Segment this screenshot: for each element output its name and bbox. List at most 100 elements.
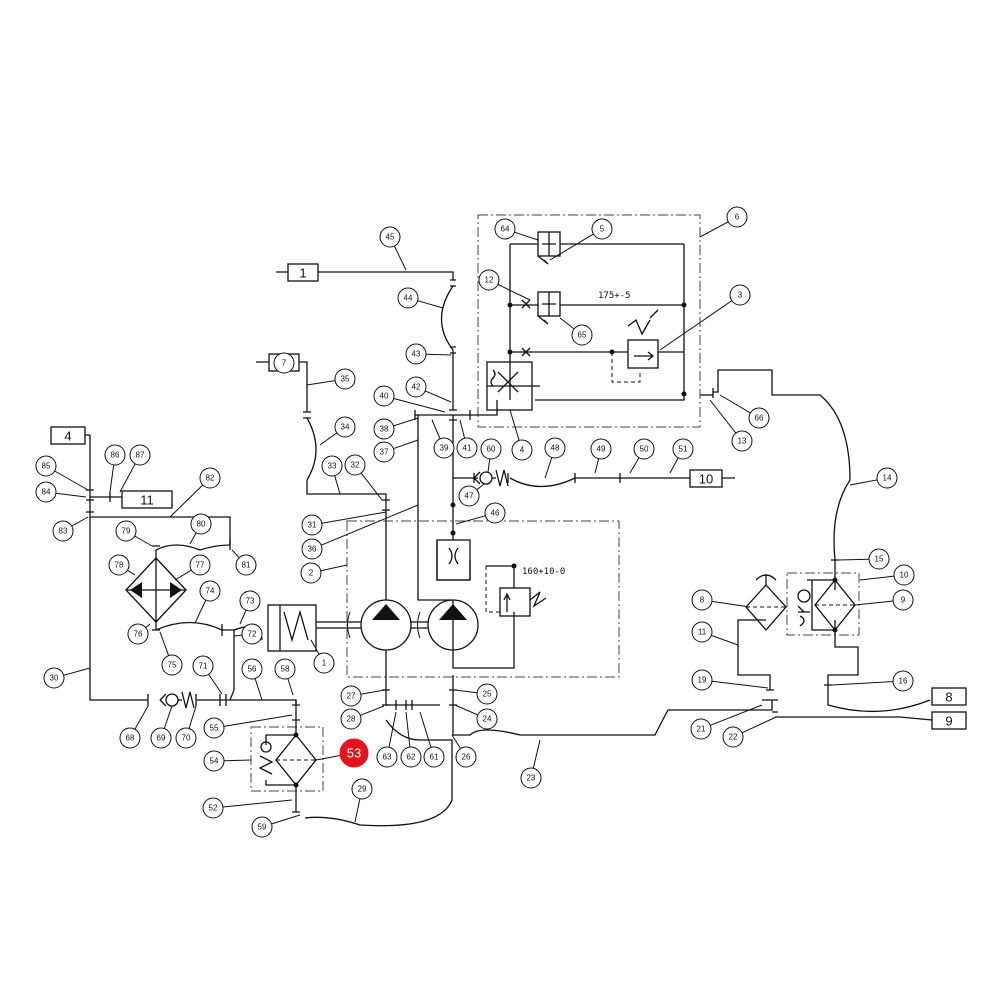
callout-85[interactable]: 85 <box>35 455 57 477</box>
callout-73[interactable]: 73 <box>239 590 261 612</box>
callout-4[interactable]: 4 <box>511 439 533 461</box>
callout-3[interactable]: 3 <box>729 284 751 306</box>
callout-9[interactable]: 9 <box>892 589 914 611</box>
callout-55[interactable]: 55 <box>203 717 225 739</box>
callout-21[interactable]: 21 <box>690 718 712 740</box>
callout-8[interactable]: 8 <box>691 589 713 611</box>
callout-label: 54 <box>210 757 219 766</box>
callout-56[interactable]: 56 <box>241 658 263 680</box>
callout-10[interactable]: 10 <box>893 564 915 586</box>
callout-13[interactable]: 13 <box>731 430 753 452</box>
callout-34[interactable]: 34 <box>334 416 356 438</box>
callout-61[interactable]: 61 <box>423 746 445 768</box>
callout-41[interactable]: 41 <box>456 437 478 459</box>
callout-43[interactable]: 43 <box>405 343 427 365</box>
callout-63[interactable]: 63 <box>376 746 398 768</box>
callout-70[interactable]: 70 <box>175 727 197 749</box>
callout-14[interactable]: 14 <box>876 467 898 489</box>
callout-7[interactable]: 7 <box>273 352 295 374</box>
callout-74[interactable]: 74 <box>199 580 221 602</box>
callout-24[interactable]: 24 <box>476 708 498 730</box>
callout-37[interactable]: 37 <box>373 441 395 463</box>
callout-82[interactable]: 82 <box>199 467 221 489</box>
callout-leader-69 <box>163 705 173 729</box>
line-16-8 <box>827 575 931 713</box>
callout-19[interactable]: 19 <box>691 669 713 691</box>
callout-76[interactable]: 76 <box>127 623 149 645</box>
callout-48[interactable]: 48 <box>544 437 566 459</box>
callout-51[interactable]: 51 <box>672 438 694 460</box>
callout-45[interactable]: 45 <box>379 226 401 248</box>
callout-26[interactable]: 26 <box>455 746 477 768</box>
callout-52[interactable]: 52 <box>202 797 224 819</box>
callout-87[interactable]: 87 <box>129 444 151 466</box>
callout-66[interactable]: 66 <box>748 407 770 429</box>
callout-28[interactable]: 28 <box>340 708 362 730</box>
callout-12[interactable]: 12 <box>478 269 500 291</box>
callout-68[interactable]: 68 <box>119 727 141 749</box>
callout-32[interactable]: 32 <box>344 454 366 476</box>
callout-39[interactable]: 39 <box>433 437 455 459</box>
callout-62[interactable]: 62 <box>400 746 422 768</box>
callout-42[interactable]: 42 <box>405 376 427 398</box>
callout-bubble <box>633 438 655 460</box>
callout-23[interactable]: 23 <box>520 767 542 789</box>
callout-30[interactable]: 30 <box>43 667 65 689</box>
callout-27[interactable]: 27 <box>340 685 362 707</box>
callout-79[interactable]: 79 <box>115 520 137 542</box>
callout-49[interactable]: 49 <box>590 438 612 460</box>
callout-36[interactable]: 36 <box>301 538 323 560</box>
callout-bubble <box>373 418 395 440</box>
callout-6[interactable]: 6 <box>726 206 748 228</box>
callout-11[interactable]: 11 <box>691 621 713 643</box>
callout-83[interactable]: 83 <box>52 520 74 542</box>
callout-44[interactable]: 44 <box>397 287 419 309</box>
callout-38[interactable]: 38 <box>373 418 395 440</box>
callout-71[interactable]: 71 <box>192 655 214 677</box>
callout-33[interactable]: 33 <box>321 455 343 477</box>
callout-59[interactable]: 59 <box>251 816 273 838</box>
callout-label: 9 <box>901 596 906 605</box>
callout-5[interactable]: 5 <box>591 218 613 240</box>
callout-50[interactable]: 50 <box>633 438 655 460</box>
callout-25[interactable]: 25 <box>476 683 498 705</box>
callout-16[interactable]: 16 <box>892 670 914 692</box>
callout-2[interactable]: 2 <box>300 562 322 584</box>
callout-81[interactable]: 81 <box>235 554 257 576</box>
callout-22[interactable]: 22 <box>722 726 744 748</box>
callout-77[interactable]: 77 <box>189 554 211 576</box>
callout-29[interactable]: 29 <box>351 778 373 800</box>
callout-53[interactable]: 53 <box>339 738 369 768</box>
callout-75[interactable]: 75 <box>161 654 183 676</box>
callout-label: 76 <box>134 630 143 639</box>
callout-72[interactable]: 72 <box>241 623 263 645</box>
callout-84[interactable]: 84 <box>35 481 57 503</box>
callout-60[interactable]: 60 <box>480 438 502 460</box>
callout-78[interactable]: 78 <box>108 554 130 576</box>
callout-80[interactable]: 80 <box>190 513 212 535</box>
callout-leader-23 <box>532 739 541 769</box>
callout-35[interactable]: 35 <box>334 368 356 390</box>
filter-8-icon <box>745 584 787 631</box>
callout-bubble <box>199 580 221 602</box>
callout-leader-37 <box>393 439 419 450</box>
callout-leader-74 <box>194 599 207 624</box>
callout-31[interactable]: 31 <box>301 514 323 536</box>
callout-label: 25 <box>483 690 492 699</box>
callout-86[interactable]: 86 <box>104 444 126 466</box>
callout-69[interactable]: 69 <box>150 727 172 749</box>
callout-40[interactable]: 40 <box>373 385 395 407</box>
callout-64[interactable]: 64 <box>494 218 516 240</box>
callout-leader-46 <box>455 515 486 525</box>
callout-15[interactable]: 15 <box>868 548 890 570</box>
callout-58[interactable]: 58 <box>274 658 296 680</box>
callout-47[interactable]: 47 <box>458 485 480 507</box>
callout-bubble <box>127 623 149 645</box>
callout-46[interactable]: 46 <box>484 502 506 524</box>
callout-54[interactable]: 54 <box>203 750 225 772</box>
callout-65[interactable]: 65 <box>571 324 593 346</box>
line-45 <box>276 271 454 280</box>
callout-1[interactable]: 1 <box>313 652 335 674</box>
callout-bubble <box>400 746 422 768</box>
